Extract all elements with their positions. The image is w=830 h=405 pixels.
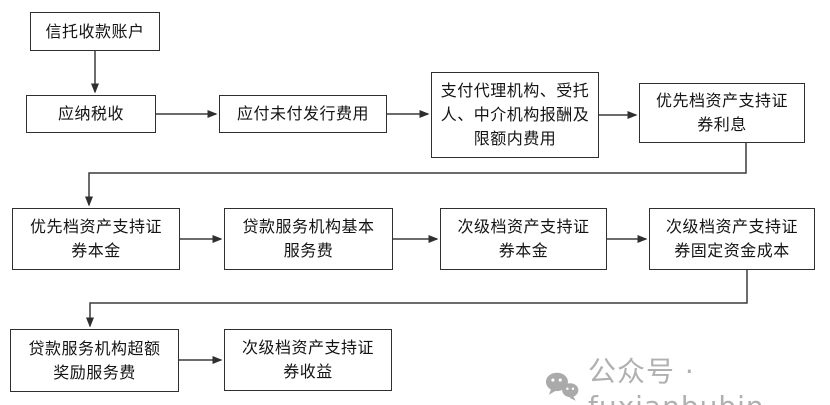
flow-box-subordinate-abs-residual-income: 次级档资产支持证 券收益 [224, 329, 392, 391]
flow-box-subordinate-abs-principal: 次级档资产支持证 券本金 [440, 208, 607, 270]
wechat-icon [545, 372, 579, 401]
watermark: 公众号 · fuxianbubin [545, 350, 830, 405]
flow-box-senior-abs-principal: 优先档资产支持证 券本金 [12, 208, 180, 270]
flow-box-taxes-payable: 应纳税收 [26, 95, 156, 133]
flow-box-agency-trustee-intermediary-fees: 支付代理机构、受托 人、中介机构报酬及 限额内费用 [431, 72, 599, 158]
watermark-text: 公众号 · fuxianbubin [588, 355, 764, 405]
flow-box-unpaid-issuance-fees: 应付未付发行费用 [219, 95, 387, 133]
flow-box-trust-collection-account: 信托收款账户 [30, 12, 160, 51]
connector-senior-interest-to-senior-principal [85, 143, 747, 207]
connector-fixed-cost-to-excess-fee [86, 270, 748, 328]
flow-box-loan-servicer-excess-incentive-fee: 贷款服务机构超额 奖励服务费 [10, 329, 179, 392]
flow-box-loan-servicer-base-fee: 贷款服务机构基本 服务费 [224, 208, 393, 270]
flow-box-subordinate-abs-fixed-funding-cost: 次级档资产支持证 券固定资金成本 [649, 208, 815, 270]
flow-box-senior-abs-interest: 优先档资产支持证 券利息 [639, 83, 805, 143]
